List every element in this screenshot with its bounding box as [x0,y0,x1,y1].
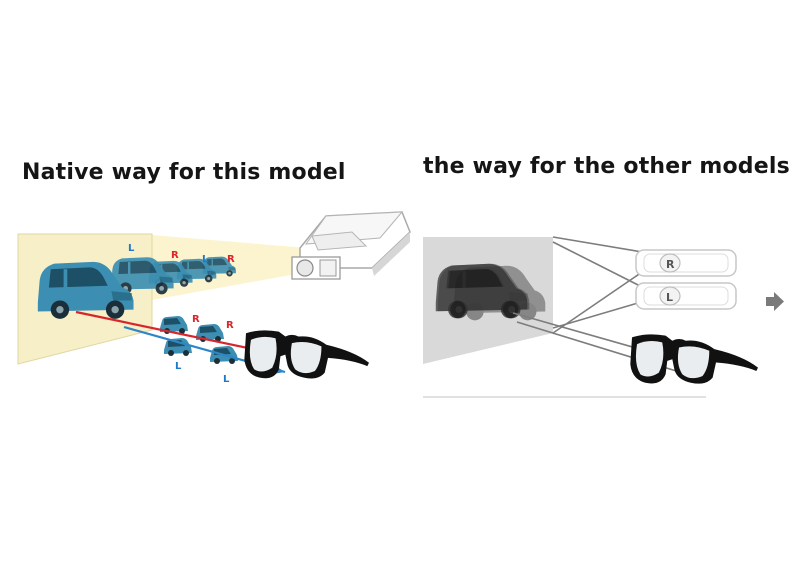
label-r-screen-2: R [227,254,235,265]
glasses-icon-right [630,334,758,384]
label-l-screen-2: L [202,254,209,265]
projector-icon [291,211,411,280]
glasses-icon [244,330,369,379]
car-icon-mini-l1 [164,338,192,356]
arrow-right-icon [766,292,784,311]
label-r-projector: R [666,258,675,271]
other-models-diagram: R L [423,236,758,398]
native-way-diagram: L R L R R R L L [17,211,411,385]
projector-icon-r [635,249,737,277]
car-icon-double-main [435,263,528,319]
label-l-projector: L [666,291,673,304]
label-l-mini-1: L [175,361,182,372]
projector-icon-l [635,282,737,310]
label-r-mini-1: R [192,314,200,325]
ray-red [75,310,263,353]
title-native-way: Native way for this model [22,160,346,185]
label-l-mini-2: L [223,374,230,385]
label-r-screen-1: R [171,250,179,261]
title-other-models: the way for the other models [423,154,790,179]
label-r-mini-2: R [226,320,234,331]
label-l-screen-1: L [128,243,135,254]
